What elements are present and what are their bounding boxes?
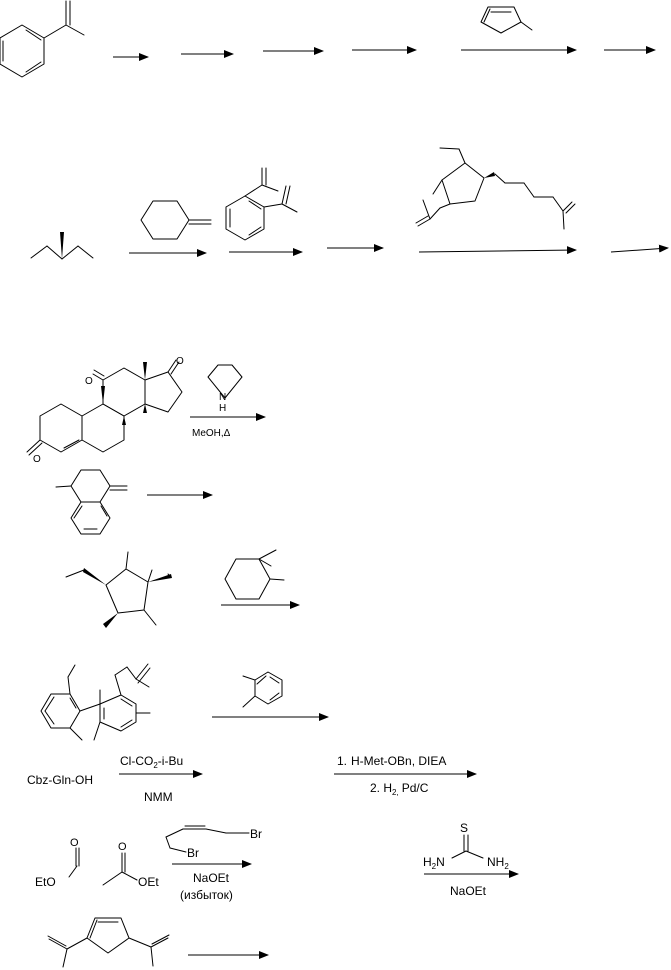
base-naoet-1: NaOEt — [193, 871, 230, 885]
dibromide-br2: Br — [187, 846, 199, 860]
step-2-reagent: 2. H2,Pd/C — [370, 781, 429, 797]
reagent-cbz-gln: Cbz-Gln-OH — [27, 773, 93, 787]
pyrrolidine-h: H — [219, 403, 226, 414]
ethyl-acetate-structure: O OEt — [102, 841, 159, 889]
steroid-conditions: MeOH,Δ — [192, 428, 231, 439]
acetate-o-top: O — [118, 841, 127, 853]
reagent-chloroformate: Cl-CO2-i-Bu — [120, 754, 183, 770]
step-1-reagent: 1.H-Met-OBn, DIEA — [337, 754, 446, 768]
dibromobutene-reagent-structure: Br Br — [165, 825, 262, 860]
polymethylcyclopentane-structure — [65, 551, 172, 628]
base-naoet-2: NaOEt — [450, 884, 487, 898]
cyclopentane-diene-reagent-structure — [415, 147, 576, 230]
ethyl-formate-structure: O EtO — [35, 837, 80, 889]
arrow-r2-5 — [610, 244, 669, 253]
ketone-o-3: O — [33, 454, 41, 465]
dimethylcyclohexane-reagent-structure — [224, 549, 285, 600]
methylthiophene-reagent-structure — [480, 6, 533, 34]
thiourea-reagent-structure: S H2N NH2 — [423, 821, 509, 871]
thiourea-h2n: H2N — [423, 855, 445, 871]
thiourea-nh2: NH2 — [487, 855, 509, 871]
acetate-oet: OEt — [138, 875, 159, 889]
ketone-o-11: O — [85, 376, 93, 387]
diisopropenylbenzene-reagent-structure — [225, 167, 298, 241]
formate-o-top: O — [70, 837, 79, 849]
diisopropenylthiophene-structure — [47, 917, 170, 968]
methylenecyclohexane-reagent-structure — [140, 200, 212, 240]
androstenetrione-structure: O O O — [26, 356, 184, 465]
methylenetetrahydronaphthalene-structure — [55, 469, 128, 535]
thiourea-s: S — [460, 821, 468, 835]
formate-eto: EtO — [35, 875, 56, 889]
biaryl-structure — [40, 663, 151, 741]
dibromide-br1: Br — [250, 827, 262, 841]
alpha-methylstyrene-structure — [0, 0, 85, 78]
reagent-nmm: NMM — [144, 790, 173, 804]
pyrrolidine-reagent-structure: N H — [207, 364, 243, 414]
ketone-o-17: O — [176, 356, 184, 367]
pyrrolidine-n: N — [219, 392, 226, 403]
arrow-r2-4 — [418, 246, 577, 255]
excess-label: (избыток) — [180, 888, 233, 902]
methylbutane-structure — [30, 232, 94, 260]
toluene-reagent-structure — [242, 671, 283, 708]
